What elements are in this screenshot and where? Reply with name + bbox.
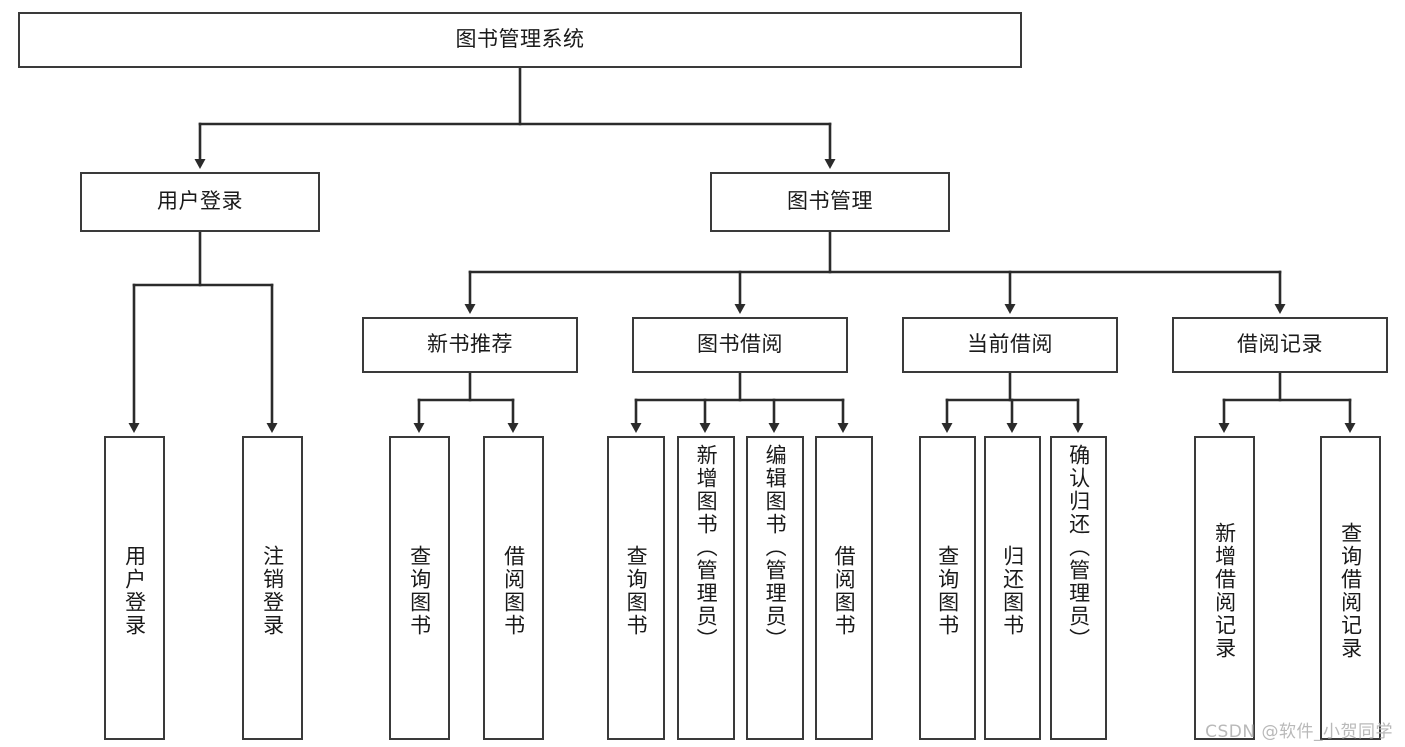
leaf-user-login-login-label: 用户登录	[122, 545, 147, 637]
node-root-system-label: 图书管理系统	[455, 27, 585, 52]
node-root-system[interactable]: 图书管理系统	[18, 12, 1022, 68]
leaf-user-login-login[interactable]: 用户登录	[104, 436, 165, 740]
leaf-current-confirm-return-label: 确认归还（管理员）	[1066, 444, 1091, 651]
node-user-login[interactable]: 用户登录	[80, 172, 320, 232]
leaf-current-query-book-label: 查询图书	[935, 545, 960, 637]
node-borrow-record-label: 借阅记录	[1237, 332, 1323, 357]
leaf-newbook-query-book[interactable]: 查询图书	[389, 436, 450, 740]
leaf-newbook-query-book-label: 查询图书	[407, 545, 432, 637]
node-current-borrow[interactable]: 当前借阅	[902, 317, 1118, 373]
node-borrow-record[interactable]: 借阅记录	[1172, 317, 1388, 373]
csdn-watermark: CSDN @软件_小贺同学	[1205, 722, 1393, 742]
leaf-borrow-borrow-book-label: 借阅图书	[832, 545, 857, 637]
leaf-current-return-book[interactable]: 归还图书	[984, 436, 1041, 740]
leaf-user-login-logout[interactable]: 注销登录	[242, 436, 303, 740]
leaf-borrow-query-book-label: 查询图书	[624, 545, 649, 637]
leaf-record-add-record-label: 新增借阅记录	[1212, 522, 1237, 660]
node-user-login-label: 用户登录	[157, 189, 243, 214]
node-new-book-recommend-label: 新书推荐	[427, 332, 513, 357]
leaf-borrow-query-book[interactable]: 查询图书	[607, 436, 665, 740]
leaf-record-add-record[interactable]: 新增借阅记录	[1194, 436, 1255, 740]
leaf-user-login-logout-label: 注销登录	[260, 545, 285, 637]
node-book-borrow[interactable]: 图书借阅	[632, 317, 848, 373]
leaf-borrow-borrow-book[interactable]: 借阅图书	[815, 436, 873, 740]
leaf-borrow-edit-book[interactable]: 编辑图书（管理员）	[746, 436, 804, 740]
leaf-current-return-book-label: 归还图书	[1000, 545, 1025, 637]
leaf-borrow-add-book[interactable]: 新增图书（管理员）	[677, 436, 735, 740]
leaf-record-query-record[interactable]: 查询借阅记录	[1320, 436, 1381, 740]
leaf-record-query-record-label: 查询借阅记录	[1338, 522, 1363, 660]
node-current-borrow-label: 当前借阅	[967, 332, 1053, 357]
leaf-newbook-borrow-book[interactable]: 借阅图书	[483, 436, 544, 740]
node-new-book-recommend[interactable]: 新书推荐	[362, 317, 578, 373]
leaf-current-query-book[interactable]: 查询图书	[919, 436, 976, 740]
leaf-borrow-edit-book-label: 编辑图书（管理员）	[763, 444, 788, 651]
leaf-current-confirm-return[interactable]: 确认归还（管理员）	[1050, 436, 1107, 740]
node-book-manage-label: 图书管理	[787, 189, 873, 214]
leaf-newbook-borrow-book-label: 借阅图书	[501, 545, 526, 637]
node-book-borrow-label: 图书借阅	[697, 332, 783, 357]
leaf-borrow-add-book-label: 新增图书（管理员）	[694, 444, 719, 651]
node-book-manage[interactable]: 图书管理	[710, 172, 950, 232]
